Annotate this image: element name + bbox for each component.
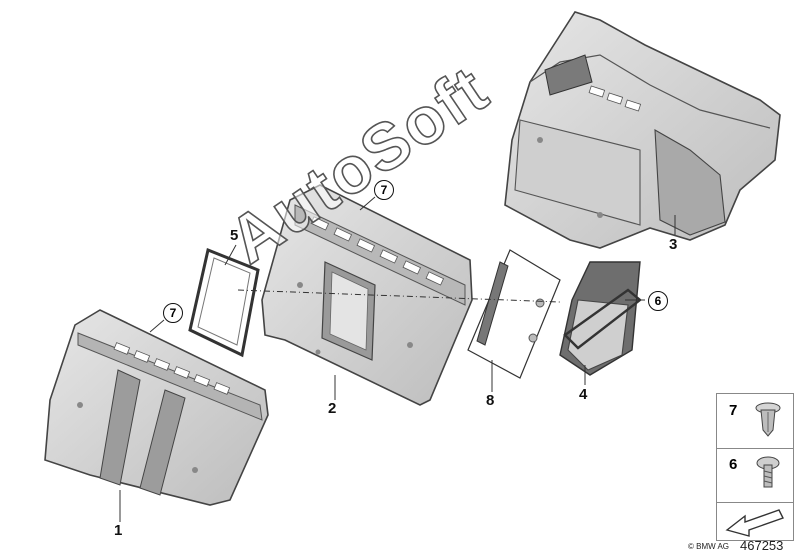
callout-part-7-top: 7 [374,180,394,200]
part-4-frame [559,261,642,376]
callout-part-1: 1 [114,522,123,539]
clip-fastener-icon [755,402,781,437]
callout-part-7-left: 7 [163,303,183,323]
leader-lines [119,196,676,522]
callout-part-8: 8 [486,392,495,409]
part-5-gasket [188,247,260,358]
part-8-seal [467,249,561,379]
callout-part-2: 2 [328,400,337,417]
callout-part-4: 4 [579,386,588,403]
fastener-legend: 7 6 [716,393,794,541]
copyright-text: © BMW AG [688,542,730,551]
part-3-housing [504,11,781,249]
callout-part-5: 5 [230,227,239,244]
callout-part-6: 6 [648,291,668,311]
legend-number-6: 6 [729,456,738,473]
legend-row-7: 7 [717,394,793,449]
image-id-text: 467253 [740,538,784,553]
legend-row-6: 6 [717,448,793,503]
part-2-panel [261,184,473,406]
callout-part-3: 3 [669,236,678,253]
part-1-panel [44,309,269,506]
arrow-icon [725,509,784,537]
screw-icon [756,456,780,488]
legend-number-7: 7 [729,402,738,419]
